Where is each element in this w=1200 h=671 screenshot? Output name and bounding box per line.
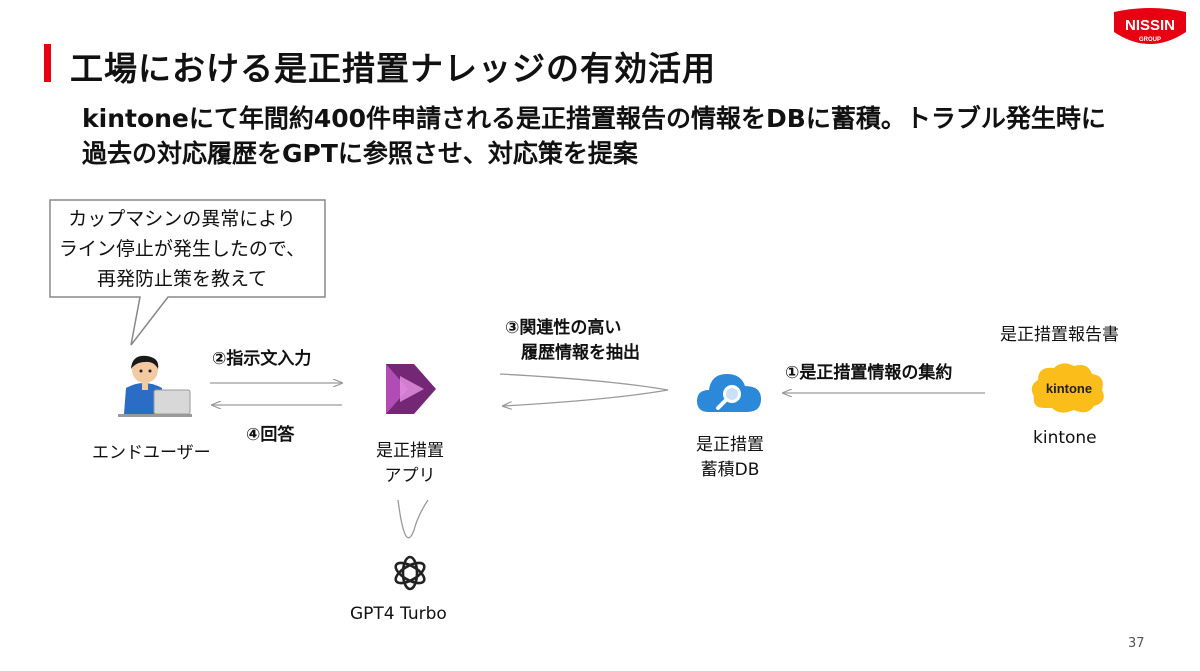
power-apps-icon: [386, 364, 436, 414]
kintone-logo-text: kintone: [1046, 381, 1092, 396]
bubble-line: カップマシンの異常により: [68, 208, 296, 230]
page-number: 37: [1128, 636, 1145, 651]
db-label-line1: 是正措置: [696, 435, 764, 455]
db-label: 是正措置 蓄積DB: [680, 430, 780, 480]
title-accent-bar: [44, 44, 51, 82]
kintone-logo-icon: kintone: [1031, 363, 1104, 413]
step4-label: ④回答: [246, 425, 295, 445]
bubble-line: 再発防止策を教えて: [96, 268, 268, 290]
bubble-line: ライン停止が発生したので、: [58, 238, 306, 260]
logo-subtext: GROUP: [1139, 37, 1161, 43]
cognitive-search-icon: [697, 374, 761, 412]
gpt-label: GPT4 Turbo: [350, 604, 447, 624]
step3-label-line1: ③関連性の高い: [505, 318, 622, 338]
logo-text: NISSIN: [1125, 17, 1175, 34]
step2-label: ②指示文入力: [212, 349, 312, 369]
bubble-text: カップマシンの異常により ライン停止が発生したので、 再発防止策を教えて: [48, 204, 316, 294]
app-label-line2: アプリ: [384, 466, 436, 486]
step1-label: ①是正措置情報の集約: [785, 363, 953, 383]
subtitle-line-2: 過去の対応履歴をGPTに参照させ、対応策を提案: [82, 139, 638, 168]
end-user-label: エンドユーザー: [92, 443, 211, 463]
app-label-line1: 是正措置: [376, 441, 444, 461]
arrow-step3: [499, 373, 669, 406]
app-label: 是正措置 アプリ: [360, 436, 460, 486]
slide-title: 工場における是正措置ナレッジの有効活用: [70, 49, 716, 88]
db-label-line2: 蓄積DB: [700, 460, 760, 480]
arrow-gpt: [397, 499, 429, 539]
speech-bubble: [49, 199, 326, 346]
subtitle-line-1: kintoneにて年間約400件申請される是正措置報告の情報をDBに蓄積。トラブ…: [82, 104, 1106, 133]
openai-icon: [394, 555, 426, 591]
kintone-label: kintone: [1033, 428, 1097, 448]
kintone-top-label: 是正措置報告書: [1000, 325, 1119, 345]
nissin-logo: NISSIN GROUP: [1114, 8, 1186, 44]
user-laptop-icon: [118, 355, 192, 417]
step3-label-line2: 履歴情報を抽出: [521, 343, 640, 363]
